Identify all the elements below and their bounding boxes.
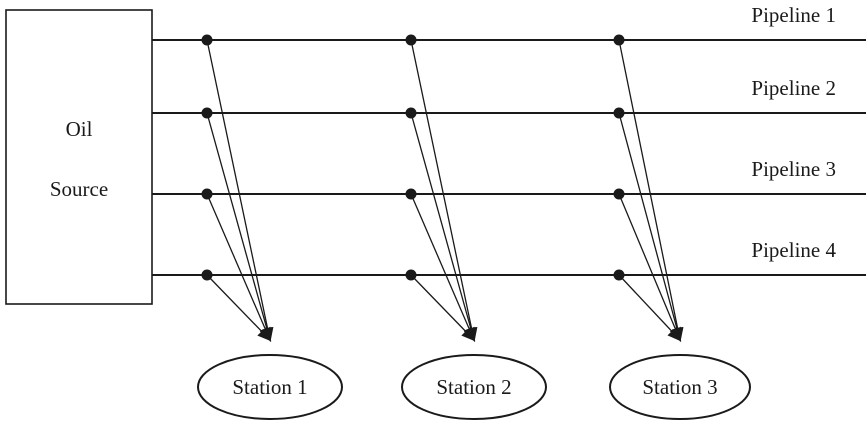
stations: Station 1 Station 2 Station 3 <box>197 354 751 420</box>
junction-pipeline-3-station-2 <box>405 188 417 200</box>
oil-source: Oil Source <box>5 9 153 305</box>
connections <box>206 39 684 342</box>
oil-source-label-line1: Oil <box>66 117 93 141</box>
station-2: Station 2 <box>401 354 547 420</box>
pipeline-2-label: Pipeline 2 <box>751 76 836 100</box>
station-1-ellipse <box>197 354 343 420</box>
station-3-label: Station 3 <box>642 375 717 399</box>
arrow-pipeline-2-to-station-3 <box>618 112 683 342</box>
station-2-ellipse <box>401 354 547 420</box>
arrow-pipeline-1-to-station-3 <box>618 39 684 342</box>
pipeline-1-label: Pipeline 1 <box>751 3 836 27</box>
junction-pipeline-3-station-1 <box>201 188 213 200</box>
oil-source-label-line2: Source <box>50 177 108 201</box>
oil-source-box <box>5 9 153 305</box>
pipeline-4-label: Pipeline 4 <box>751 238 836 262</box>
arrow-pipeline-4-to-station-1 <box>206 274 272 342</box>
pipelines: Pipeline 1 Pipeline 2 Pipeline 3 Pipelin… <box>152 3 866 276</box>
arrow-pipeline-2-to-station-2 <box>410 112 477 342</box>
arrow-pipeline-4-to-station-3 <box>618 274 682 342</box>
junctions <box>201 34 625 281</box>
junction-pipeline-2-station-2 <box>405 107 417 119</box>
junction-pipeline-2-station-1 <box>201 107 213 119</box>
station-2-label: Station 2 <box>436 375 511 399</box>
station-3-ellipse <box>609 354 751 420</box>
arrow-pipeline-3-to-station-3 <box>618 193 681 342</box>
arrow-pipeline-1-to-station-2 <box>410 39 478 342</box>
junction-pipeline-1-station-1 <box>201 34 213 46</box>
junction-pipeline-4-station-3 <box>613 269 625 281</box>
arrow-pipeline-3-to-station-2 <box>410 193 475 342</box>
junction-pipeline-1-station-2 <box>405 34 417 46</box>
arrow-pipeline-2-to-station-1 <box>206 112 273 342</box>
station-1-label: Station 1 <box>232 375 307 399</box>
junction-pipeline-4-station-1 <box>201 269 213 281</box>
arrow-pipeline-4-to-station-2 <box>410 274 476 342</box>
arrow-pipeline-3-to-station-1 <box>206 193 271 342</box>
junction-pipeline-4-station-2 <box>405 269 417 281</box>
arrow-pipeline-1-to-station-1 <box>206 39 274 342</box>
junction-pipeline-2-station-3 <box>613 107 625 119</box>
junction-pipeline-1-station-3 <box>613 34 625 46</box>
station-1: Station 1 <box>197 354 343 420</box>
junction-pipeline-3-station-3 <box>613 188 625 200</box>
station-3: Station 3 <box>609 354 751 420</box>
pipeline-3-label: Pipeline 3 <box>751 157 836 181</box>
